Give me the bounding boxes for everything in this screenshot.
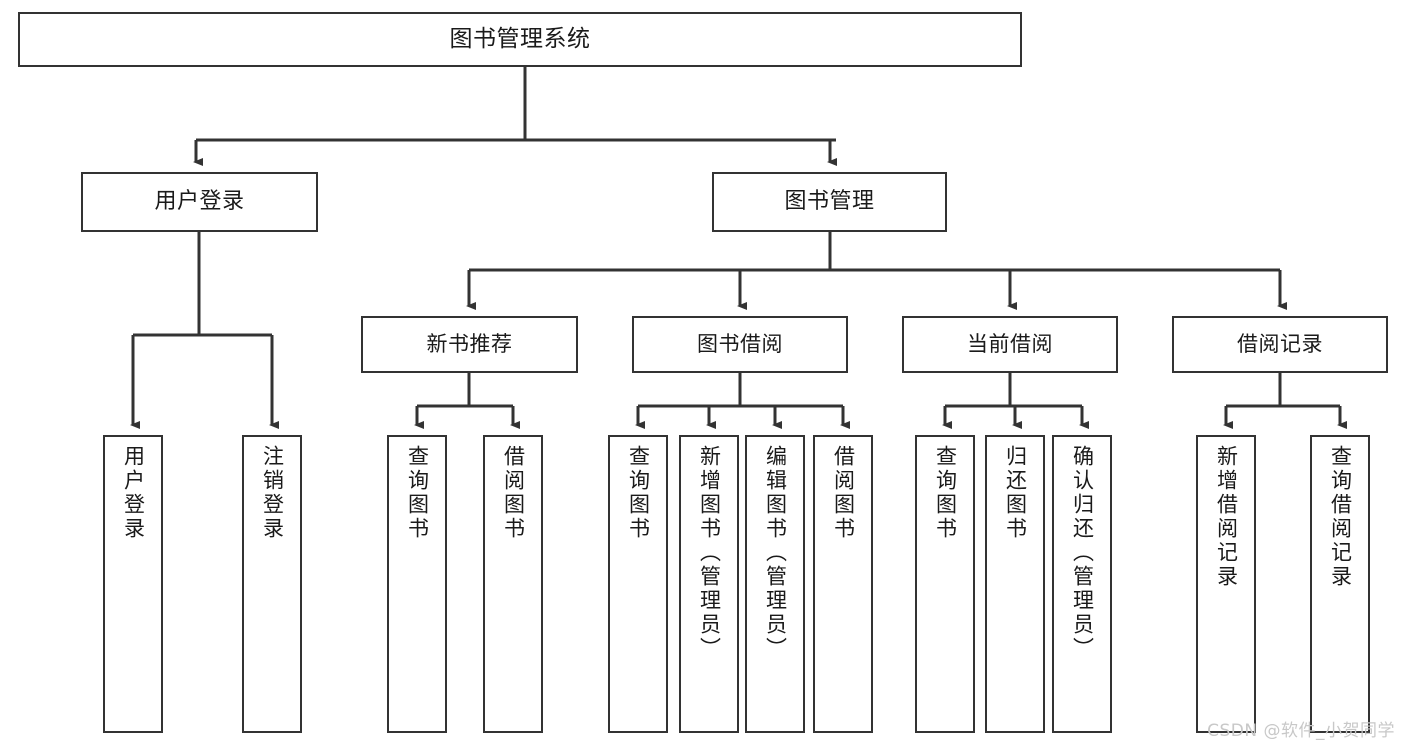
- node-leaf-user-login-label: 用户登录: [121, 445, 146, 541]
- node-leaf-edit-book-label: 编辑图书（管理员）: [763, 445, 788, 661]
- node-leaf-query-book-3-label: 查询图书: [933, 445, 958, 541]
- node-leaf-query-book-1-label: 查询图书: [405, 445, 430, 541]
- node-current-borrow[interactable]: 当前借阅: [902, 316, 1118, 373]
- node-leaf-query-record[interactable]: 查询借阅记录: [1310, 435, 1370, 733]
- node-leaf-borrow-book-2-label: 借阅图书: [831, 445, 856, 541]
- node-leaf-borrow-book-2[interactable]: 借阅图书: [813, 435, 873, 733]
- node-borrow-record[interactable]: 借阅记录: [1172, 316, 1388, 373]
- node-book-manage[interactable]: 图书管理: [712, 172, 947, 232]
- node-leaf-confirm-return-label: 确认归还（管理员）: [1070, 445, 1095, 661]
- node-borrow-record-label: 借阅记录: [1237, 332, 1323, 357]
- node-leaf-borrow-book-1[interactable]: 借阅图书: [483, 435, 543, 733]
- node-new-book-recommend-label: 新书推荐: [426, 332, 513, 357]
- node-book-borrow-label: 图书借阅: [697, 332, 783, 357]
- node-leaf-return-book[interactable]: 归还图书: [985, 435, 1045, 733]
- node-leaf-edit-book[interactable]: 编辑图书（管理员）: [745, 435, 805, 733]
- node-root[interactable]: 图书管理系统: [18, 12, 1022, 67]
- node-leaf-query-book-1[interactable]: 查询图书: [387, 435, 447, 733]
- node-leaf-add-record-label: 新增借阅记录: [1214, 445, 1239, 589]
- node-leaf-add-book-label: 新增图书（管理员）: [697, 445, 722, 661]
- node-root-label: 图书管理系统: [449, 26, 591, 53]
- node-leaf-confirm-return[interactable]: 确认归还（管理员）: [1052, 435, 1112, 733]
- node-new-book-recommend[interactable]: 新书推荐: [361, 316, 578, 373]
- node-leaf-user-login[interactable]: 用户登录: [103, 435, 163, 733]
- node-leaf-add-book[interactable]: 新增图书（管理员）: [679, 435, 739, 733]
- node-leaf-borrow-book-1-label: 借阅图书: [501, 445, 526, 541]
- node-leaf-add-record[interactable]: 新增借阅记录: [1196, 435, 1256, 733]
- node-leaf-logout-label: 注销登录: [260, 445, 285, 541]
- node-leaf-return-book-label: 归还图书: [1003, 445, 1028, 541]
- node-user-login-label: 用户登录: [154, 189, 245, 215]
- node-book-borrow[interactable]: 图书借阅: [632, 316, 848, 373]
- node-leaf-query-book-2-label: 查询图书: [626, 445, 651, 541]
- node-current-borrow-label: 当前借阅: [967, 332, 1053, 357]
- node-leaf-query-book-2[interactable]: 查询图书: [608, 435, 668, 733]
- node-book-manage-label: 图书管理: [784, 189, 875, 215]
- node-leaf-logout[interactable]: 注销登录: [242, 435, 302, 733]
- node-user-login[interactable]: 用户登录: [81, 172, 318, 232]
- node-leaf-query-record-label: 查询借阅记录: [1328, 445, 1353, 589]
- node-leaf-query-book-3[interactable]: 查询图书: [915, 435, 975, 733]
